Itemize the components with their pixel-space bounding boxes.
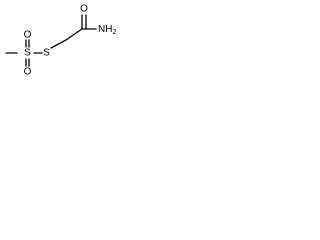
amide-nitrogen-label: NH2: [98, 24, 116, 36]
bonds: [5, 14, 97, 67]
amide-nitrogen-subscript: 2: [112, 29, 116, 36]
bond-ch2-ch2: [65, 28, 83, 41]
sulfur-sulfonyl-label: S: [24, 48, 31, 59]
bond-s2-ch2: [50, 39, 67, 49]
oxygen-top-label: O: [24, 30, 32, 41]
oxygen-carbonyl-label: O: [80, 4, 88, 15]
sulfur-thio-label: S: [43, 48, 50, 59]
oxygen-bottom-label: O: [24, 67, 32, 78]
amide-nitrogen-main: NH: [98, 24, 112, 35]
chemical-structure: O O S S O NH2: [5, 4, 117, 78]
atom-labels: O O S S O NH2: [24, 4, 117, 78]
